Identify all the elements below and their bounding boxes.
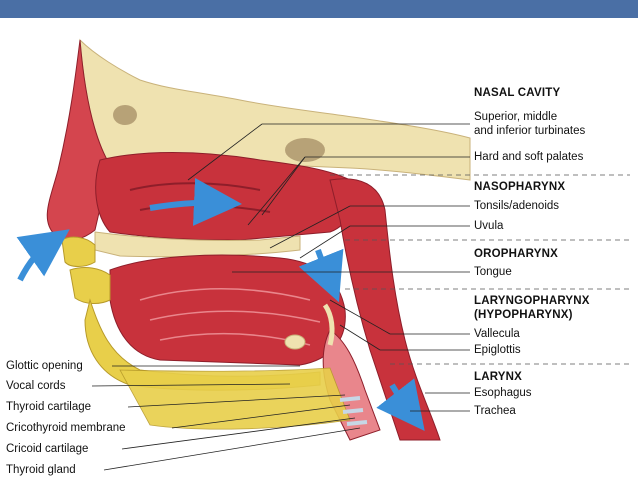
upper-lip xyxy=(61,236,96,267)
airflow-arrow-trachea xyxy=(376,378,425,431)
tongue-body xyxy=(109,254,346,366)
label-thyroid-gland: Thyroid gland xyxy=(6,464,76,476)
label-uvula: Uvula xyxy=(474,220,504,232)
sphenoid-sinus xyxy=(285,138,325,162)
leader-lines-right xyxy=(187,123,470,412)
label-thyroid-cartilage: Thyroid cartilage xyxy=(6,401,92,413)
section-dividers xyxy=(330,174,630,365)
label-nasopharynx: NASOPHARYNX xyxy=(474,181,566,193)
trachea-rings xyxy=(339,396,368,426)
label-larynx: LARYNX xyxy=(474,371,523,383)
label-hypopharynx: (HYPOPHARYNX) xyxy=(474,309,573,321)
label-esophagus: Esophagus xyxy=(474,387,532,399)
label-nasal-cavity: NASAL CAVITY xyxy=(474,87,561,99)
frontal-sinus xyxy=(113,105,137,125)
label-trachea: Trachea xyxy=(474,405,516,417)
hyoid-bone xyxy=(284,334,306,350)
leader-lines-left xyxy=(91,365,361,471)
airflow-arrow-pharynx xyxy=(298,248,344,303)
airflow-arrow-nostril xyxy=(16,229,70,282)
label-turbinates-line2: and inferior turbinates xyxy=(474,125,586,137)
label-laryngopharynx: LARYNGOPHARYNX xyxy=(474,295,590,307)
label-cricoid-cartilage: Cricoid cartilage xyxy=(6,443,89,455)
lower-lip xyxy=(69,267,111,304)
neck-fat xyxy=(119,367,351,430)
label-tongue: Tongue xyxy=(474,266,512,278)
label-tonsils: Tonsils/adenoids xyxy=(474,200,560,212)
label-vocal-cords: Vocal cords xyxy=(6,380,66,392)
header-bar xyxy=(0,0,638,18)
label-glottic-opening: Glottic opening xyxy=(6,360,83,372)
label-cricothyroid-membrane: Cricothyroid membrane xyxy=(6,422,126,434)
label-vallecula: Vallecula xyxy=(474,328,520,340)
label-oropharynx: OROPHARYNX xyxy=(474,248,558,260)
label-epiglottis: Epiglottis xyxy=(474,344,521,356)
epiglottis-shape xyxy=(322,303,335,346)
label-turbinates-line1: Superior, middle xyxy=(474,111,558,123)
label-palates: Hard and soft palates xyxy=(474,151,584,163)
airflow-arrow-nasal xyxy=(149,177,242,226)
pharynx-wall xyxy=(329,178,441,441)
